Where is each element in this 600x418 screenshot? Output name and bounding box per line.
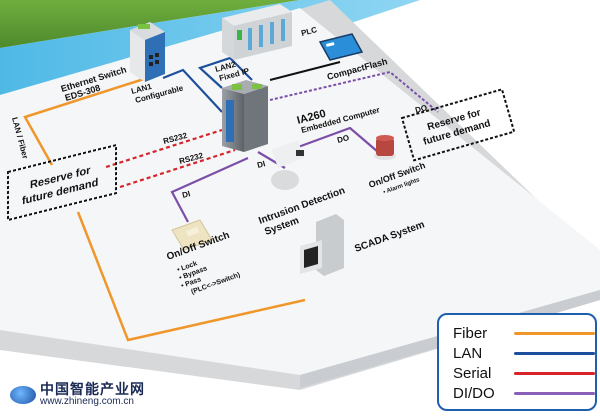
legend-label: DI/DO (453, 384, 495, 402)
fiber-line-scada (76, 211, 306, 342)
watermark-cn: 中国智能产业网 (40, 381, 145, 397)
ia260-computer (222, 80, 268, 152)
legend-label: LAN (453, 344, 483, 362)
ethernet-switch-device (130, 22, 165, 82)
legend-swatch (514, 371, 595, 375)
legend-item-fiber: Fiber (453, 323, 595, 343)
wall-switch (171, 219, 213, 251)
connections (23, 56, 439, 342)
intrusion-camera (271, 140, 304, 190)
watermark-logo: 中国智能产业网 www.zhineng.com.cn (10, 382, 145, 407)
compactflash-line (269, 61, 341, 81)
di-label-b: DI (256, 159, 266, 170)
legend-item-dido: DI/DO (453, 383, 595, 403)
platform (0, 8, 600, 375)
do-line-a (289, 126, 379, 153)
do-label-a: DO (336, 133, 350, 145)
watermark-url: www.zhineng.com.cn (40, 396, 134, 407)
reserve-box-left-frame (7, 143, 117, 222)
scada-workstation (300, 214, 344, 276)
lan2-line (197, 56, 253, 89)
rs232-line-b (119, 148, 236, 189)
grass (0, 0, 300, 48)
legend: Fiber LAN Serial DI/DO (437, 313, 597, 411)
di-label-a: DI (181, 189, 191, 200)
watermark-text: 中国智能产业网 www.zhineng.com.cn (40, 382, 145, 407)
legend-label: Serial (453, 364, 492, 382)
rs232-line-a (105, 128, 223, 169)
legend-item-lan: LAN (453, 343, 595, 363)
legend-swatch (514, 351, 595, 355)
background (0, 0, 600, 390)
compactflash-card (318, 33, 364, 61)
legend-swatch (514, 391, 595, 395)
plc-label: PLC (300, 25, 318, 38)
legend-swatch (514, 331, 595, 335)
do-line-b (269, 70, 439, 113)
lan1-line (162, 68, 223, 113)
legend-item-serial: Serial (453, 363, 595, 383)
do-label-b: DO (414, 103, 428, 115)
globe-icon (10, 385, 36, 404)
di-line-a (170, 156, 249, 223)
plc-device (222, 4, 292, 60)
reserve-box-right-frame (400, 88, 516, 162)
legend-label: Fiber (453, 324, 488, 342)
alarm-light (374, 135, 396, 160)
fiber-line-switch (23, 76, 148, 166)
